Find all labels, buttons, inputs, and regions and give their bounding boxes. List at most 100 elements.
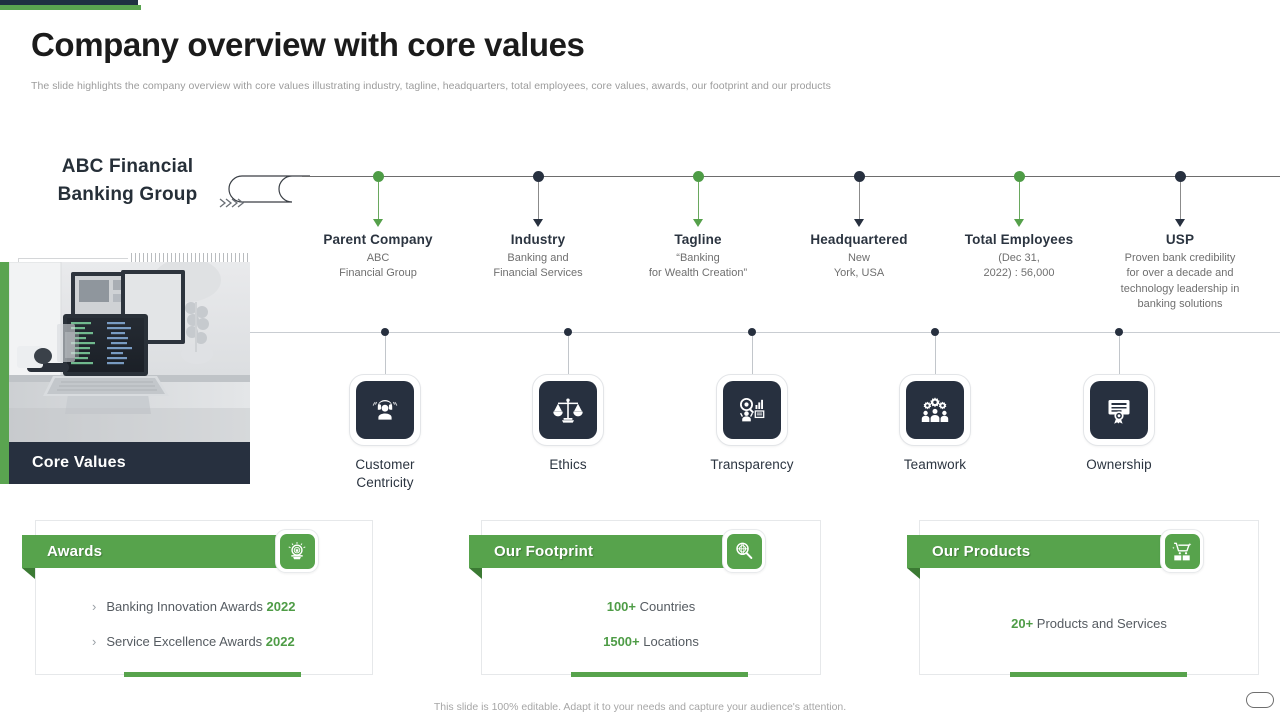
column-body: New York, USA [833, 251, 885, 280]
bullet-highlight: 2022 [265, 634, 295, 649]
timeline-dot [1014, 171, 1025, 182]
stat-value: 20+ [1011, 616, 1034, 631]
ribbon-fold [907, 568, 920, 579]
company-name: ABC Financial Banking Group [30, 153, 225, 208]
core-value-transparency[interactable]: Transparency [710, 374, 822, 474]
card-underline [124, 672, 301, 677]
bullet-text: Banking Innovation Awards [106, 599, 267, 614]
card-products-icon-frame [1160, 529, 1204, 573]
column-title: Industry [510, 232, 566, 247]
timeline-stem [378, 182, 379, 220]
value-tile[interactable] [899, 374, 971, 446]
value-dot [748, 328, 756, 336]
core-value-teamwork[interactable]: Teamwork [899, 374, 1005, 474]
column-body: “Banking for Wealth Creation” [648, 251, 748, 280]
chevron-right-icon: › [92, 634, 97, 649]
column-body: (Dec 31, 2022) : 56,000 [983, 251, 1055, 280]
timeline-column-headquartered: Headquartered New York, USA [773, 231, 945, 282]
timeline-stem [1180, 182, 1181, 220]
core-values-caption: Core Values [9, 442, 250, 484]
card-our-footprint-header: Our Footprint [469, 535, 734, 568]
column-body: Proven bank credibility for over a decad… [1120, 251, 1240, 311]
ribbon-fold [22, 568, 35, 579]
gears-team-icon [906, 381, 964, 439]
value-tile[interactable] [532, 374, 604, 446]
core-values-photo [9, 262, 250, 442]
page-title: Company overview with core values [31, 26, 585, 63]
timeline-arrowhead [1175, 219, 1185, 227]
value-dot [931, 328, 939, 336]
chevrons-right-icon [219, 198, 245, 208]
timeline-stem [859, 182, 860, 220]
stat-label: Products and Services [1033, 616, 1167, 631]
panel-green-accent-bar [0, 262, 9, 484]
timeline-arrowhead [373, 219, 383, 227]
core-value-label: Customer Centricity [355, 457, 415, 491]
bullet-text: Service Excellence Awards [106, 634, 266, 649]
column-title: Parent Company [323, 232, 433, 247]
award-badge-icon [279, 533, 315, 569]
card-our-products-header: Our Products [907, 535, 1172, 568]
card-awards-header: Awards [22, 535, 287, 568]
core-value-customer-centricity[interactable]: Customer Centricity [349, 374, 455, 493]
footer-note: This slide is 100% editable. Adapt it to… [433, 701, 847, 713]
card-title: Awards [47, 543, 103, 560]
timeline-dot [693, 171, 704, 182]
stat-label: Locations [639, 634, 699, 649]
timeline-column-tagline: Tagline “Banking for Wealth Creation” [612, 231, 784, 282]
timeline-dot [854, 171, 865, 182]
footprint-stat-1: 100+ Countries [481, 599, 821, 614]
timeline-dot [373, 171, 384, 182]
timeline-dot [533, 171, 544, 182]
corner-pill-marker [1246, 692, 1274, 708]
value-dot [564, 328, 572, 336]
column-title: Tagline [674, 232, 722, 247]
card-awards-icon-frame [275, 529, 319, 573]
timeline-arrowhead [854, 219, 864, 227]
timeline-stem [538, 182, 539, 220]
card-title: Our Products [932, 543, 1031, 560]
value-tile[interactable] [716, 374, 788, 446]
value-dot [1115, 328, 1123, 336]
awards-bullet-1: ›Banking Innovation Awards 2022 [92, 599, 295, 614]
card-underline [1010, 672, 1187, 677]
timeline-column-parent-company: Parent Company ABC Financial Group [292, 231, 464, 282]
value-stem [752, 336, 753, 374]
core-value-ownership[interactable]: Ownership [1083, 374, 1189, 474]
core-value-ethics[interactable]: Ethics [532, 374, 638, 474]
timeline-arrowhead [693, 219, 703, 227]
value-stem [1119, 336, 1120, 374]
stat-value: 1500+ [603, 634, 640, 649]
timeline-column-usp: USP Proven bank credibility for over a d… [1094, 231, 1266, 313]
value-stem [385, 336, 386, 374]
core-value-label: Ethics [549, 457, 587, 472]
chevron-right-icon: › [92, 599, 97, 614]
panel-decoration-line [18, 258, 128, 259]
timeline-axis-top [302, 176, 1280, 177]
value-tile[interactable] [349, 374, 421, 446]
column-title: Headquartered [810, 232, 908, 247]
shopping-cart-icon [1164, 533, 1200, 569]
headset-support-agent-icon [356, 381, 414, 439]
value-tile[interactable] [1083, 374, 1155, 446]
balance-scales-icon [539, 381, 597, 439]
products-stat-1: 20+ Products and Services [919, 616, 1259, 631]
company-name-line1: ABC Financial [61, 156, 194, 177]
core-value-label: Transparency [710, 457, 794, 472]
value-dot [381, 328, 389, 336]
core-value-label: Ownership [1086, 457, 1152, 472]
timeline-axis-bottom [254, 332, 1280, 333]
top-accent-bar-green [0, 5, 141, 10]
timeline-column-total-employees: Total Employees (Dec 31, 2022) : 56,000 [933, 231, 1105, 282]
stat-value: 100+ [606, 599, 637, 614]
card-footprint-icon-frame [722, 529, 766, 573]
timeline-stem [1019, 182, 1020, 220]
timeline-arrowhead [1014, 219, 1024, 227]
card-title: Our Footprint [494, 543, 594, 560]
value-stem [568, 336, 569, 374]
card-underline [571, 672, 748, 677]
snake-connector [219, 175, 310, 208]
footprint-stat-2: 1500+ Locations [481, 634, 821, 649]
magnifier-globe-icon [726, 533, 762, 569]
